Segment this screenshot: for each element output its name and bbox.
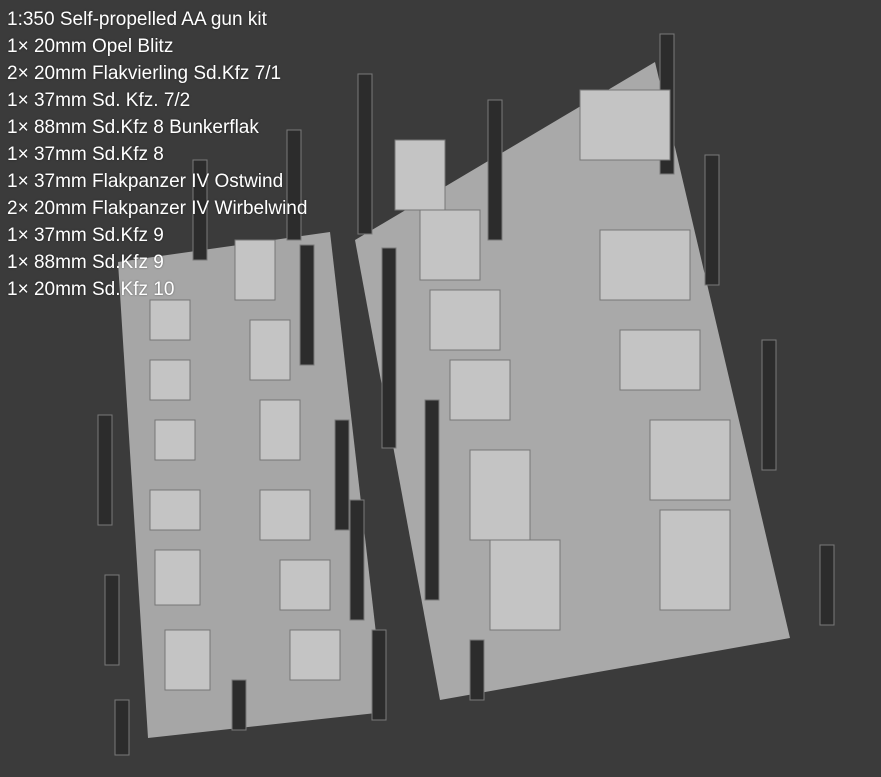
caption-item: 1× 88mm Sd.Kfz 8 Bunkerflak [7,117,259,138]
caption-item: 2× 20mm Flakvierling Sd.Kfz 7/1 [7,63,282,84]
caption-item: 1× 20mm Opel Blitz [7,36,174,57]
caption-item: 1× 37mm Sd.Kfz 8 [7,144,164,165]
caption-item: 2× 20mm Flakpanzer IV Wirbelwind [7,198,308,219]
caption-item: 1× 88mm Sd.Kfz 9 [7,252,164,273]
vehicle-models [149,89,731,691]
caption-item: 1× 37mm Sd. Kfz. 7/2 [7,90,191,111]
left-print-plate [118,232,385,738]
support-posts [97,33,835,756]
kit-contents-caption: 1:350 Self-propelled AA gun kit 1× 20mm … [7,6,307,303]
caption-title: 1:350 Self-propelled AA gun kit [7,9,267,30]
caption-item: 1× 37mm Flakpanzer IV Ostwind [7,171,284,192]
caption-item: 1× 37mm Sd.Kfz 9 [7,225,164,246]
caption-item: 1× 20mm Sd.Kfz 10 [7,279,175,300]
